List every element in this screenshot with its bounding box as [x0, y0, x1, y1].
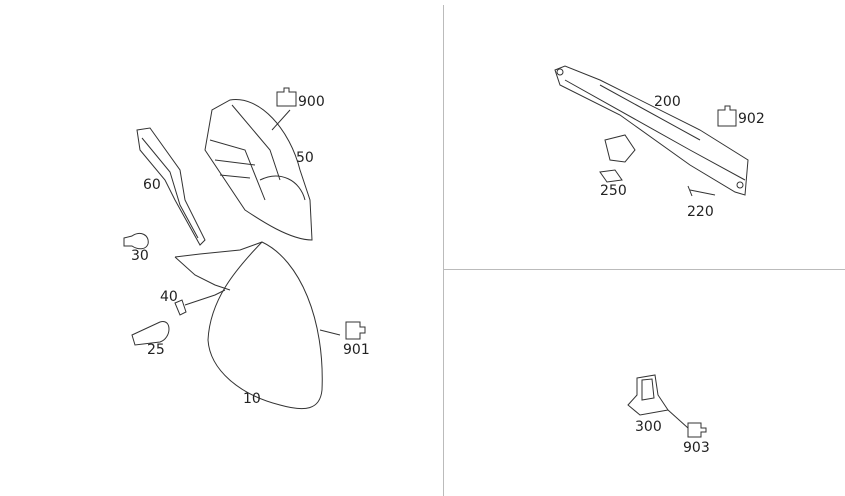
- part-label-25[interactable]: 25: [147, 342, 165, 358]
- part-label-300[interactable]: 300: [635, 419, 662, 435]
- part-220-screw: [687, 185, 716, 197]
- part-300-switch: [627, 374, 669, 416]
- part-label-903[interactable]: 903: [683, 440, 710, 456]
- part-60-gasket: [136, 127, 206, 246]
- vertical-divider: [443, 5, 444, 496]
- part-label-901[interactable]: 901: [343, 342, 370, 358]
- part-50-housing: [204, 99, 313, 241]
- part-25-bulb: [131, 321, 170, 346]
- part-30-bulb: [123, 232, 149, 250]
- part-label-250[interactable]: 250: [600, 183, 627, 199]
- part-label-902[interactable]: 902: [738, 111, 765, 127]
- part-label-40[interactable]: 40: [160, 289, 178, 305]
- part-200-carrier: [554, 65, 749, 196]
- part-label-900[interactable]: 900: [298, 94, 325, 110]
- part-10-lens: [207, 241, 323, 410]
- part-label-10[interactable]: 10: [243, 391, 261, 407]
- part-label-220[interactable]: 220: [687, 204, 714, 220]
- part-label-30[interactable]: 30: [131, 248, 149, 264]
- part-label-60[interactable]: 60: [143, 177, 161, 193]
- part-900-symbol: [276, 87, 297, 107]
- part-label-50[interactable]: 50: [296, 150, 314, 166]
- part-label-200[interactable]: 200: [654, 94, 681, 110]
- horizontal-divider: [443, 269, 845, 270]
- part-40-socket: [174, 289, 226, 316]
- part-902-symbol: [717, 105, 737, 127]
- part-clip: [604, 134, 636, 163]
- part-250-pad: [599, 169, 623, 183]
- part-901-symbol: [345, 321, 366, 340]
- part-903-symbol: [687, 422, 707, 438]
